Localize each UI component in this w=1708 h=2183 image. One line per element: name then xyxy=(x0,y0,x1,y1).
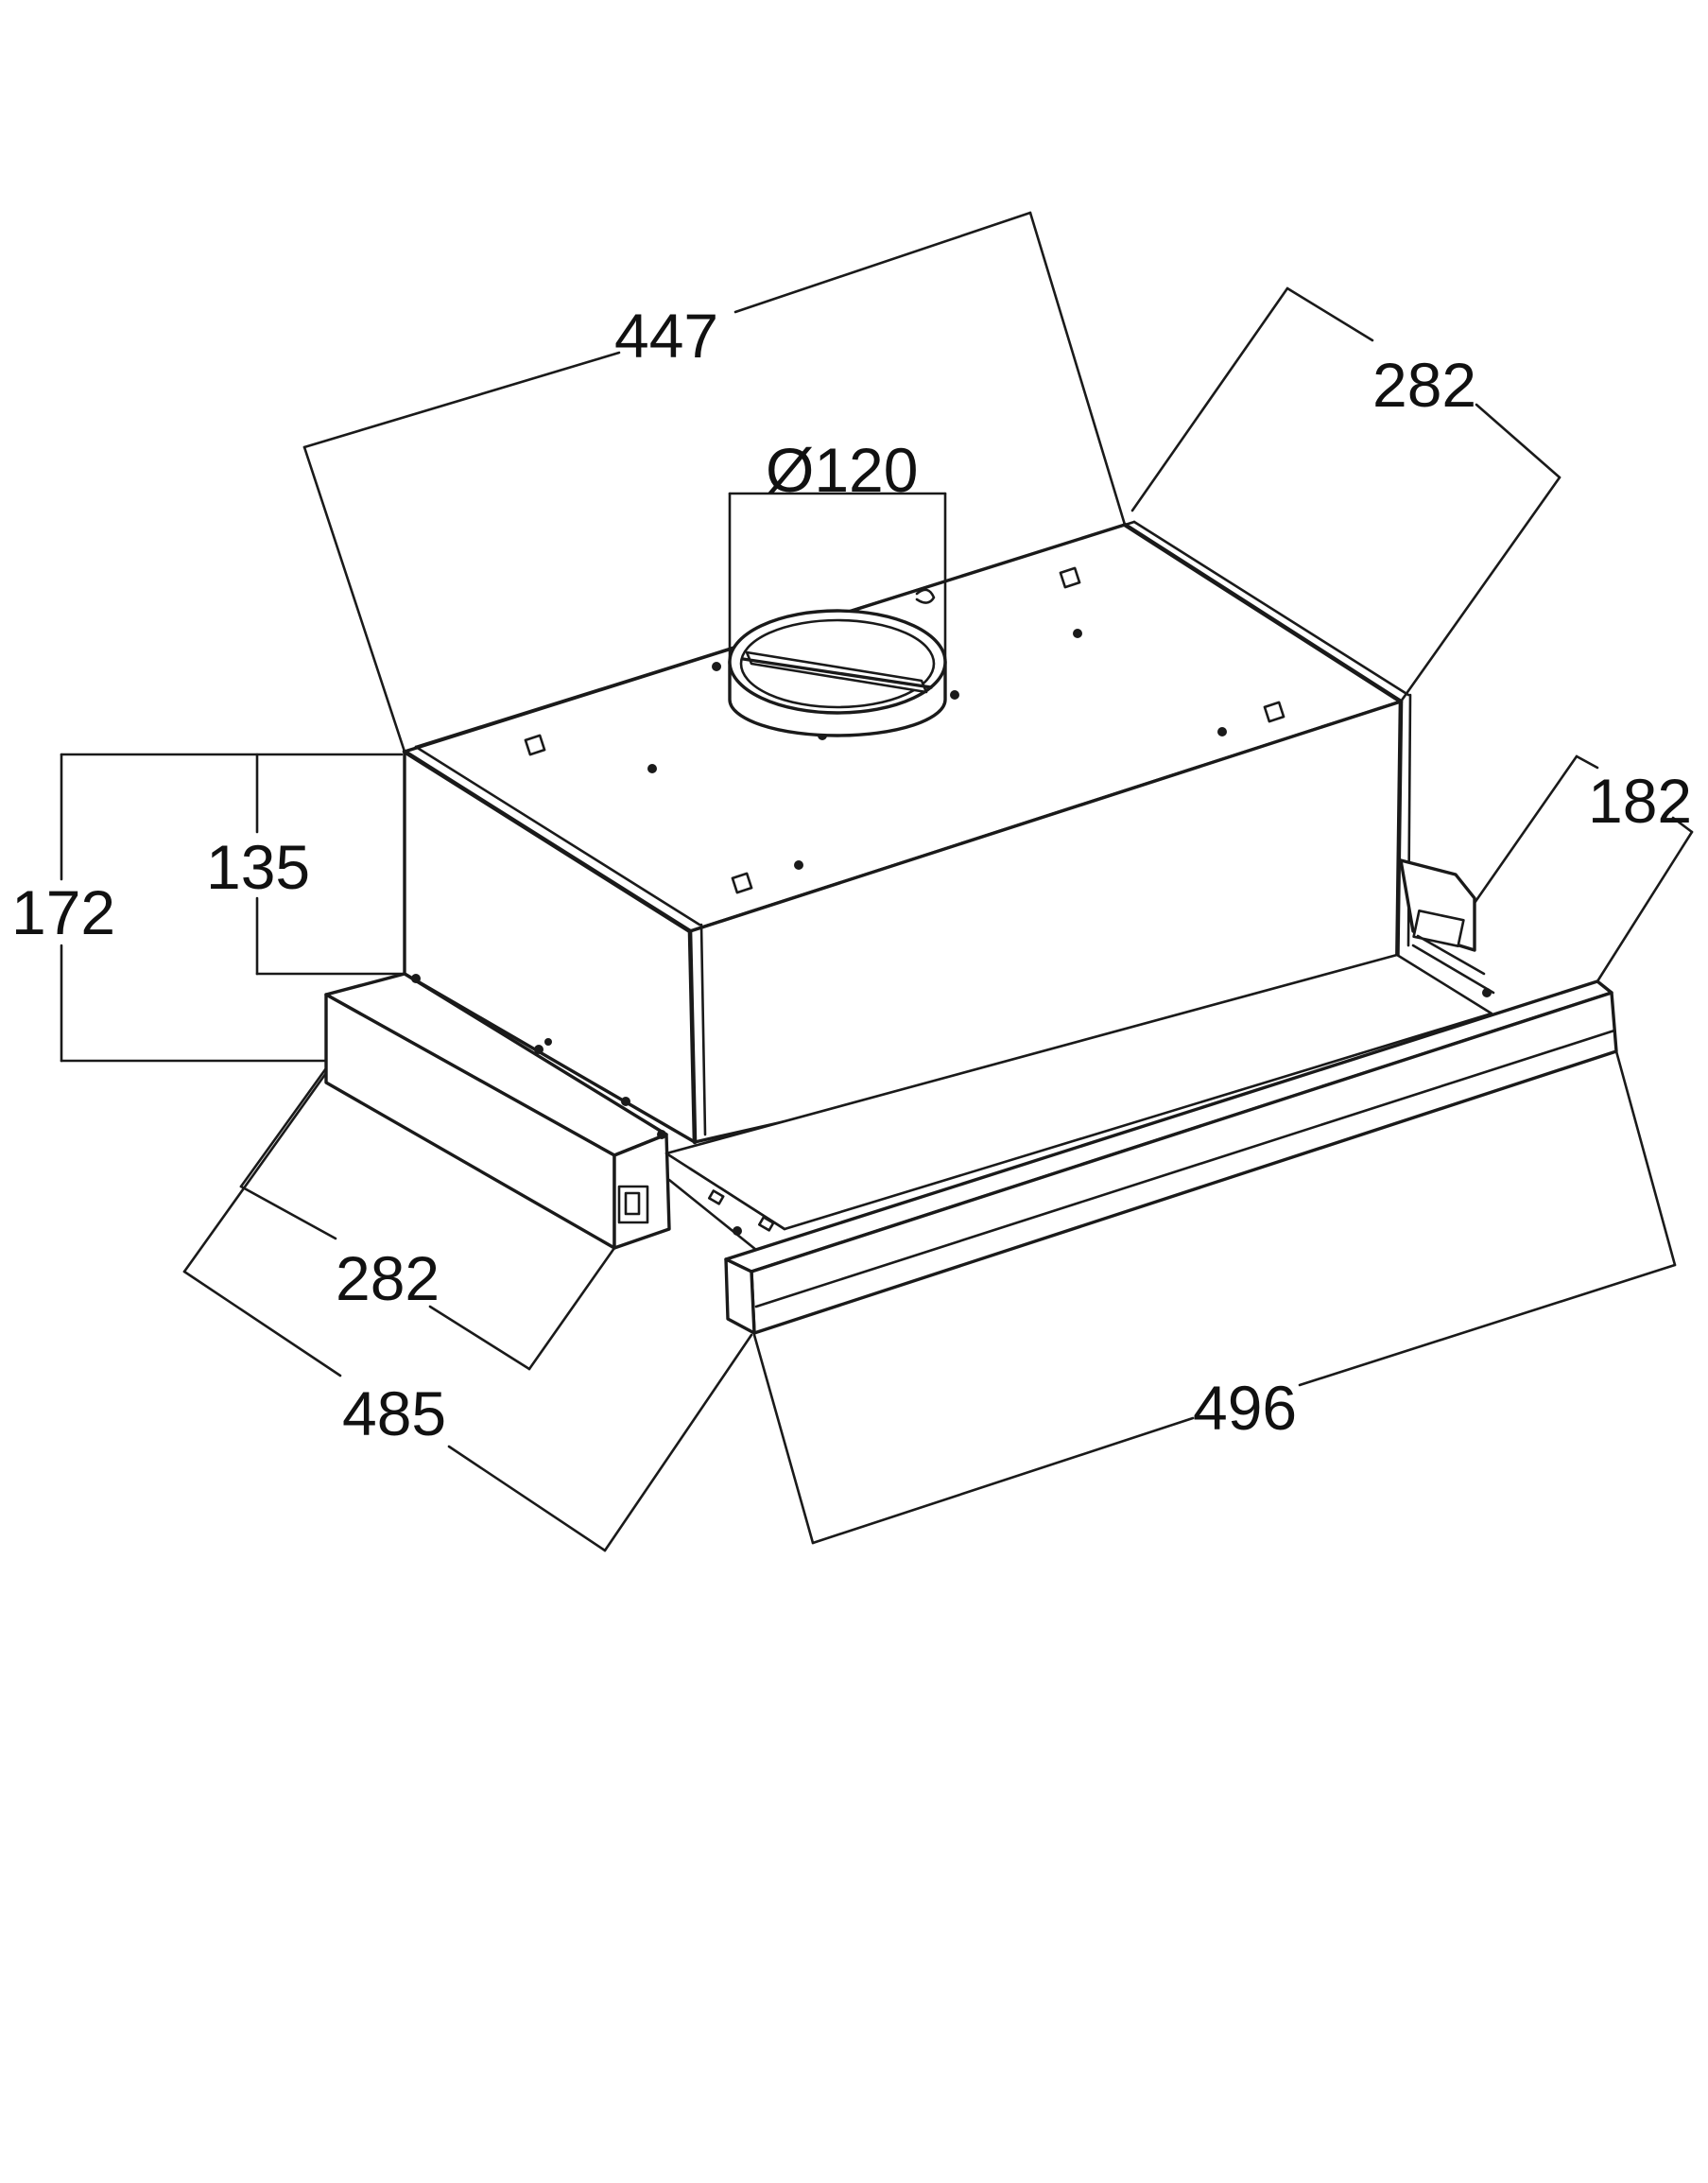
bevel-edge xyxy=(699,923,707,1136)
dim-496: 496 xyxy=(752,1049,1677,1545)
screw-dot xyxy=(411,974,421,983)
rail-line xyxy=(667,1178,758,1252)
right-vent-slot xyxy=(1412,910,1465,947)
front-visor-end xyxy=(724,1257,756,1335)
duct-rim-inner xyxy=(739,618,936,709)
vent-slot-inner xyxy=(624,1191,641,1216)
dim-172: 172 xyxy=(11,753,404,1063)
extension-line xyxy=(1596,830,1694,983)
extension-line xyxy=(1130,286,1289,512)
mount-hole xyxy=(1059,566,1081,589)
dim-182: 182 xyxy=(1473,754,1694,983)
dim-282-left: 282 xyxy=(239,1066,616,1371)
right-rail-line xyxy=(1411,944,1495,995)
dimension-line xyxy=(302,351,621,449)
dim-485: 485 xyxy=(182,1071,753,1552)
collar-latch xyxy=(915,588,936,604)
screw-dot xyxy=(794,860,803,870)
screw-dot xyxy=(712,662,721,671)
mount-hole xyxy=(731,872,753,894)
screw-dot xyxy=(657,1130,666,1139)
screw-dot xyxy=(1073,629,1082,638)
screw-dot xyxy=(1217,727,1227,736)
dim-label-485: 485 xyxy=(342,1378,446,1448)
dim-duct: Ø120 xyxy=(728,435,947,664)
bevel-edge xyxy=(414,745,701,927)
screw-dot xyxy=(950,690,959,700)
extension-line xyxy=(752,1333,815,1545)
screw-dot xyxy=(647,764,657,773)
dimension-line xyxy=(1575,754,1599,770)
extension-line xyxy=(603,1333,753,1552)
rail-hole xyxy=(758,1216,775,1232)
dimension-line xyxy=(733,211,1032,314)
extension-line xyxy=(302,445,406,754)
mount-hole xyxy=(1263,701,1285,723)
dim-135: 135 xyxy=(206,753,406,976)
visor-edge xyxy=(754,1029,1616,1308)
bevel-edge xyxy=(687,928,698,1145)
dimension-line xyxy=(1285,286,1374,342)
dim-label-duct: Ø120 xyxy=(766,435,918,505)
extension-line xyxy=(239,1066,328,1188)
dim-label-182: 182 xyxy=(1588,766,1692,836)
damper-line xyxy=(741,657,933,689)
screw-dot xyxy=(534,1045,543,1054)
dimension-line xyxy=(447,1445,607,1552)
bevel-edge xyxy=(1122,522,1404,704)
mount-hole xyxy=(524,734,546,756)
extension-line xyxy=(527,1246,616,1371)
base-unit xyxy=(324,858,1618,1335)
dim-label-447: 447 xyxy=(614,301,718,371)
dimension-line xyxy=(1298,1263,1677,1387)
dim-label-172: 172 xyxy=(11,877,115,947)
extension-line xyxy=(1028,211,1127,527)
bevel-edge xyxy=(402,749,693,934)
dim-label-282-left: 282 xyxy=(336,1243,440,1313)
dim-447: 447 xyxy=(302,211,1127,754)
dimension-line xyxy=(239,1185,337,1240)
extension-line xyxy=(1473,754,1579,905)
screw-dot xyxy=(621,1097,630,1106)
extension-line xyxy=(1614,1049,1677,1267)
bevel-edge xyxy=(1394,699,1404,986)
rail-hole xyxy=(708,1189,725,1205)
dim-label-496: 496 xyxy=(1193,1373,1297,1443)
dimension-line xyxy=(811,1416,1195,1545)
dimension-line xyxy=(182,1270,342,1377)
screw-dot xyxy=(544,1038,552,1046)
extension-line xyxy=(182,1071,328,1273)
right-rail-line xyxy=(1416,934,1486,976)
dim-label-135: 135 xyxy=(206,832,310,902)
bevel-edge xyxy=(1132,520,1410,697)
screw-dot xyxy=(733,1226,742,1236)
dim-label-282-top: 282 xyxy=(1372,350,1476,420)
duct-collar xyxy=(728,588,947,737)
dim-282-top: 282 xyxy=(1130,286,1561,703)
extension-line xyxy=(1399,476,1561,703)
dimension-line xyxy=(1671,816,1694,834)
dimension-line xyxy=(428,1305,531,1371)
dimension-line xyxy=(1475,403,1561,479)
